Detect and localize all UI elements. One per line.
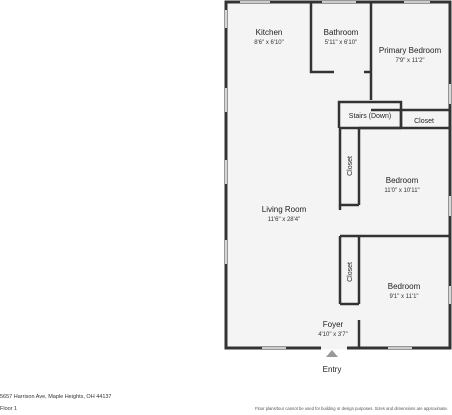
- bathroom-dims: 5'11" x 6'10": [325, 40, 357, 46]
- foyer-label: Foyer: [323, 320, 344, 329]
- closet-mid-label: Closet: [347, 156, 354, 176]
- closet-top-label: Closet: [414, 118, 434, 125]
- floor-area: [226, 2, 450, 348]
- primary-bedroom-dims: 7'9" x 11'2": [395, 58, 424, 64]
- windows: [225, 1, 451, 349]
- bedroom-mid-dims: 11'0" x 10'11": [384, 188, 419, 194]
- entry-label: Entry: [323, 365, 342, 374]
- entry-arrow-icon: [326, 350, 338, 357]
- door-openings: [321, 346, 347, 350]
- kitchen-label: Kitchen: [256, 28, 283, 37]
- kitchen-dims: 8'6" x 6'10": [254, 40, 284, 46]
- foyer-dims: 4'10" x 3'7": [318, 332, 348, 338]
- living-room-dims: 11'6" x 28'4": [268, 217, 300, 223]
- stairs-label: Stairs (Down): [349, 113, 391, 120]
- primary-bedroom-label: Primary Bedroom: [379, 46, 442, 55]
- property-address: 5657 Harrison Ave, Maple Heights, OH 441…: [0, 394, 112, 400]
- bedroom-low-label: Bedroom: [388, 282, 421, 291]
- floor-number: Floor 1: [0, 406, 18, 412]
- interior-walls: [309, 2, 450, 348]
- living-room-label: Living Room: [262, 205, 307, 214]
- bedroom-low-dims: 9'1" x 11'1": [389, 294, 418, 300]
- disclaimer-text: Floor plans/tour cannot be used for buil…: [255, 406, 448, 411]
- closet-low-label: Closet: [347, 262, 354, 282]
- bathroom-label: Bathroom: [324, 28, 359, 37]
- bedroom-mid-label: Bedroom: [386, 176, 419, 185]
